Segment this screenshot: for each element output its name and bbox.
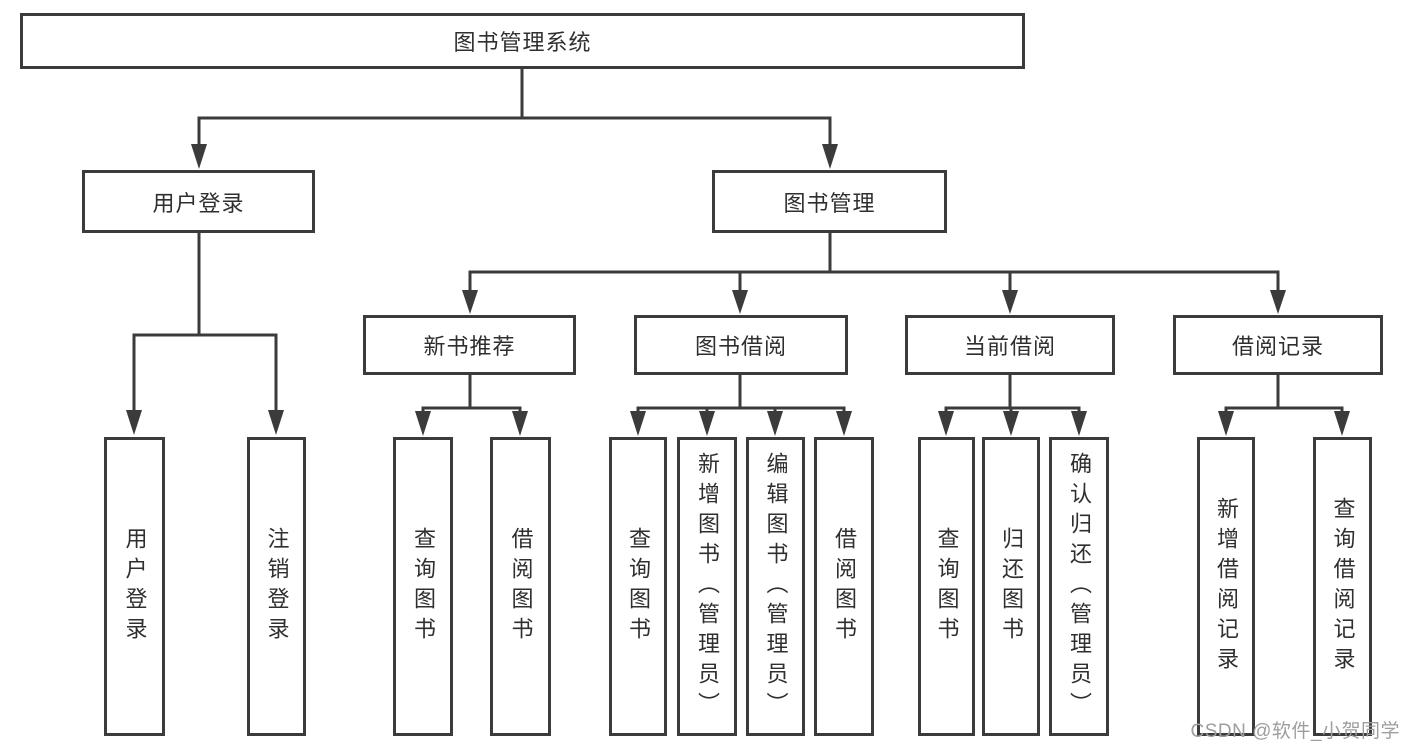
node-root-label: 图书管理系统 bbox=[453, 30, 592, 55]
node-book-borrow: 图书借阅 bbox=[634, 315, 848, 375]
arrowhead-down-icon bbox=[268, 410, 284, 435]
leaf-add-books-admin: 新增图书（管理员） bbox=[677, 437, 737, 736]
leaf-add-books-admin-label: 新增图书（管理员） bbox=[695, 451, 720, 722]
arrowhead-down-icon bbox=[1071, 411, 1087, 436]
node-root-system: 图书管理系统 bbox=[20, 13, 1025, 69]
connector-current-borrow-to-children bbox=[938, 373, 1087, 436]
connector-user-login-to-children bbox=[126, 231, 284, 435]
leaf-borrow-books-recommend-label: 借阅图书 bbox=[508, 526, 534, 647]
arrowhead-down-icon bbox=[1270, 290, 1286, 314]
leaf-user-login-label: 用户登录 bbox=[122, 526, 148, 647]
csdn-watermark: CSDN @软件_小贺同学 bbox=[1190, 721, 1400, 742]
arrowhead-down-icon bbox=[732, 290, 748, 314]
leaf-return-books-label: 归还图书 bbox=[999, 526, 1024, 647]
arrowhead-down-icon bbox=[1218, 411, 1234, 436]
leaf-query-books-current-label: 查询图书 bbox=[934, 526, 960, 647]
leaf-return-books: 归还图书 bbox=[982, 437, 1040, 736]
leaf-confirm-return-admin: 确认归还（管理员） bbox=[1049, 437, 1109, 736]
leaf-borrow-books-label: 借阅图书 bbox=[832, 526, 857, 647]
leaf-add-borrow-record-label: 新增借阅记录 bbox=[1214, 496, 1239, 677]
arrowhead-down-icon bbox=[938, 411, 954, 436]
leaf-query-books-borrow-label: 查询图书 bbox=[626, 526, 651, 647]
leaf-borrow-books: 借阅图书 bbox=[814, 437, 874, 736]
leaf-edit-books-admin-label: 编辑图书（管理员） bbox=[763, 451, 789, 722]
node-book-management: 图书管理 bbox=[712, 170, 947, 233]
arrowhead-down-icon bbox=[1003, 411, 1019, 436]
node-book-management-label: 图书管理 bbox=[783, 190, 876, 216]
arrowhead-down-icon bbox=[836, 411, 852, 436]
arrowhead-down-icon bbox=[126, 410, 142, 435]
leaf-query-books-current: 查询图书 bbox=[918, 437, 975, 736]
leaf-confirm-return-admin-label: 确认归还（管理员） bbox=[1067, 451, 1092, 722]
leaf-query-borrow-record-label: 查询借阅记录 bbox=[1330, 496, 1356, 677]
arrowhead-down-icon bbox=[462, 290, 478, 314]
leaf-query-books-recommend: 查询图书 bbox=[393, 437, 453, 736]
node-current-borrow-label: 当前借阅 bbox=[963, 334, 1056, 359]
arrowhead-down-icon bbox=[1334, 411, 1350, 436]
arrowhead-down-icon bbox=[191, 144, 207, 169]
leaf-query-books-borrow: 查询图书 bbox=[609, 437, 667, 736]
connector-new-book-recommend-to-children bbox=[415, 373, 528, 436]
leaf-add-borrow-record: 新增借阅记录 bbox=[1197, 437, 1255, 736]
arrowhead-down-icon bbox=[415, 411, 431, 436]
arrowhead-down-icon bbox=[699, 411, 715, 436]
node-borrow-records: 借阅记录 bbox=[1173, 315, 1383, 375]
leaf-edit-books-admin: 编辑图书（管理员） bbox=[746, 437, 805, 736]
leaf-query-borrow-record: 查询借阅记录 bbox=[1313, 437, 1372, 736]
arrowhead-down-icon bbox=[512, 411, 528, 436]
node-borrow-records-label: 借阅记录 bbox=[1231, 334, 1324, 359]
node-user-login: 用户登录 bbox=[82, 170, 315, 233]
arrowhead-down-icon bbox=[1002, 290, 1018, 314]
arrowhead-down-icon bbox=[822, 144, 838, 169]
node-new-book-recommend-label: 新书推荐 bbox=[423, 334, 516, 359]
leaf-borrow-books-recommend: 借阅图书 bbox=[490, 437, 551, 736]
connector-book-borrow-to-children bbox=[630, 373, 852, 436]
connector-root-to-level2 bbox=[191, 67, 838, 169]
arrowhead-down-icon bbox=[630, 411, 646, 436]
node-user-login-label: 用户登录 bbox=[152, 190, 245, 216]
leaf-logout-label: 注销登录 bbox=[264, 526, 290, 647]
node-book-borrow-label: 图书借阅 bbox=[694, 334, 787, 359]
arrowhead-down-icon bbox=[767, 411, 783, 436]
leaf-user-login: 用户登录 bbox=[104, 437, 165, 736]
leaf-logout: 注销登录 bbox=[247, 437, 306, 736]
node-current-borrow: 当前借阅 bbox=[905, 315, 1115, 375]
connector-book-management-to-level3 bbox=[462, 231, 1286, 314]
connector-borrow-records-to-children bbox=[1218, 373, 1350, 436]
node-new-book-recommend: 新书推荐 bbox=[363, 315, 576, 375]
leaf-query-books-recommend-label: 查询图书 bbox=[411, 526, 436, 647]
